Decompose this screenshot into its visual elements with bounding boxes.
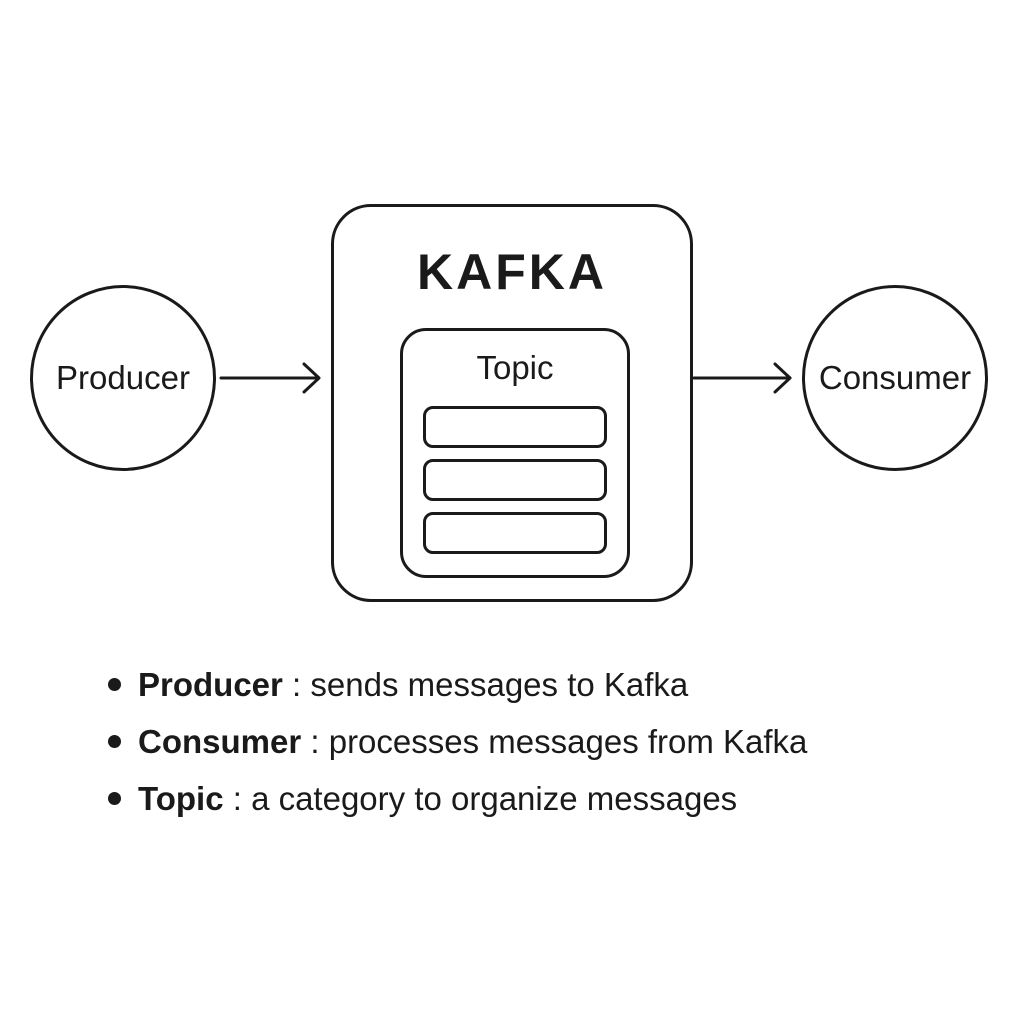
legend-term: Producer	[138, 666, 283, 703]
consumer-node: Consumer	[802, 285, 988, 471]
topic-label: Topic	[476, 349, 554, 386]
legend-item-consumer: Consumer : processes messages from Kafka	[104, 717, 807, 774]
topic-partition	[423, 459, 607, 501]
bullet-icon	[108, 735, 121, 748]
kafka-broker-box: KAFKA Topic	[331, 204, 693, 602]
legend-term: Consumer	[138, 723, 302, 760]
legend-item-producer: Producer : sends messages to Kafka	[104, 660, 807, 717]
legend-item-topic: Topic : a category to organize messages	[104, 774, 807, 831]
bullet-icon	[108, 678, 121, 691]
bullet-icon	[108, 792, 121, 805]
legend-separator: :	[223, 780, 252, 817]
producer-node: Producer	[30, 285, 216, 471]
topic-box: Topic	[400, 328, 630, 578]
legend-separator: :	[282, 666, 311, 703]
legend-list: Producer : sends messages to Kafka Consu…	[104, 660, 807, 831]
topic-partition	[423, 512, 607, 554]
legend-description: processes messages from Kafka	[328, 723, 808, 760]
producer-to-kafka-arrow	[219, 362, 321, 394]
legend-term: Topic	[138, 780, 224, 817]
legend-separator: :	[301, 723, 329, 760]
kafka-title: KAFKA	[417, 244, 607, 300]
legend-description: sends messages to Kafka	[310, 666, 689, 703]
legend-description: a category to organize messages	[251, 780, 738, 817]
kafka-to-consumer-arrow	[692, 362, 792, 394]
consumer-label: Consumer	[818, 359, 972, 396]
producer-label: Producer	[56, 359, 190, 396]
topic-partition	[423, 406, 607, 448]
